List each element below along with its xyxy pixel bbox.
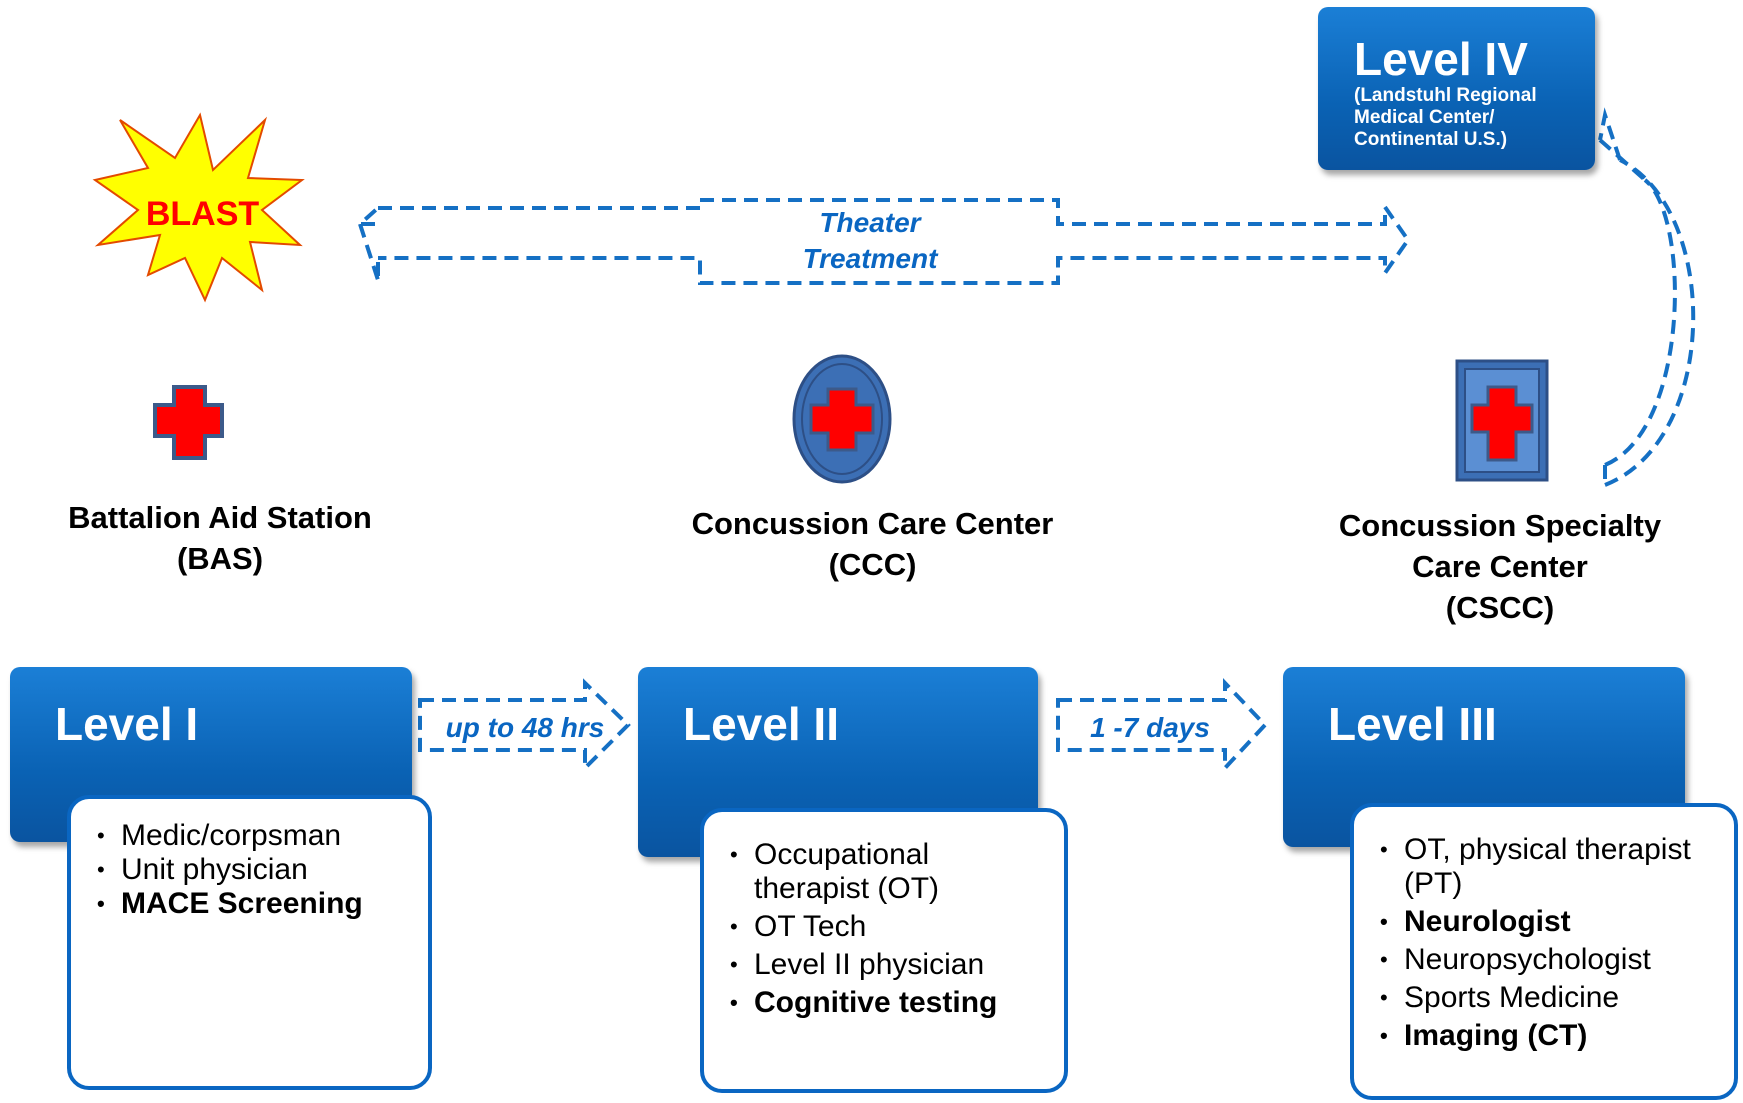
list-item: Neuropsychologist xyxy=(1380,943,1726,977)
list-item: Medic/corpsman xyxy=(97,819,418,853)
list-item: Neurologist xyxy=(1380,905,1726,939)
bas-cross-icon xyxy=(153,385,224,460)
station-cscc-line1: Concussion Specialty xyxy=(1338,508,1662,543)
list-item: MACE Screening xyxy=(97,887,418,921)
level-iii-list-box: OT, physical therapist (PT) Neurologist … xyxy=(1350,803,1738,1100)
level-i-title: Level I xyxy=(55,698,199,750)
arrow-level3-to-level4 xyxy=(1598,107,1696,487)
ccc-cross-icon xyxy=(792,354,892,484)
level-ii-list-box: Occupational therapist (OT) OT Tech Leve… xyxy=(700,808,1068,1093)
theater-treatment-arrow xyxy=(354,198,1411,285)
theater-treatment-line1: Theater xyxy=(819,207,921,238)
level-i-list-box: Medic/corpsman Unit physician MACE Scree… xyxy=(67,795,432,1090)
arrow-level1-to-level2 xyxy=(418,678,631,773)
theater-treatment-line2: Treatment xyxy=(802,243,938,274)
level-iv-subtitle-line3: Continental U.S.) xyxy=(1354,129,1508,150)
station-label-cscc: Concussion Specialty Care Center (CSCC) xyxy=(1300,505,1700,628)
arrow-label-up-to-48-hrs: up to 48 hrs xyxy=(445,712,605,743)
list-item: Level II physician xyxy=(730,948,1054,982)
list-item: Unit physician xyxy=(97,853,418,887)
list-item: OT Tech xyxy=(730,910,1054,944)
cscc-cross-icon xyxy=(1455,359,1549,482)
station-bas-line1: Battalion Aid Station xyxy=(68,500,372,535)
station-ccc-line2: (CCC) xyxy=(828,547,917,582)
level-iv-subtitle: (Landstuhl Regional Medical Center/ Cont… xyxy=(1354,85,1537,151)
level-ii-title: Level II xyxy=(683,698,839,750)
theater-treatment-label: Theater Treatment xyxy=(760,205,980,277)
level-iv-subtitle-line2: Medical Center/ xyxy=(1354,107,1495,128)
station-cscc-line3: (CSCC) xyxy=(1445,590,1555,625)
arrow-level2-to-level3 xyxy=(1056,678,1268,774)
level-iii-list: OT, physical therapist (PT) Neurologist … xyxy=(1380,833,1726,1053)
blast-label: BLAST xyxy=(145,195,260,233)
level-iv-title: Level IV xyxy=(1354,33,1528,85)
list-item: Imaging (CT) xyxy=(1380,1019,1726,1053)
station-label-bas: Battalion Aid Station (BAS) xyxy=(40,497,400,579)
blast-icon xyxy=(92,112,305,303)
station-label-ccc: Concussion Care Center (CCC) xyxy=(650,503,1095,585)
list-item: OT, physical therapist (PT) xyxy=(1380,833,1743,901)
station-bas-line2: (BAS) xyxy=(176,541,264,576)
level-iv-subtitle-line1: (Landstuhl Regional xyxy=(1354,85,1537,106)
level-iv-box: Level IV (Landstuhl Regional Medical Cen… xyxy=(1318,7,1595,170)
list-item: Cognitive testing xyxy=(730,986,1054,1020)
level-iii-title: Level III xyxy=(1328,698,1497,750)
list-item: Sports Medicine xyxy=(1380,981,1726,1015)
level-ii-list: Occupational therapist (OT) OT Tech Leve… xyxy=(730,838,1054,1020)
list-item: Occupational therapist (OT) xyxy=(730,838,1004,906)
station-ccc-line1: Concussion Care Center xyxy=(691,506,1054,541)
station-cscc-line2: Care Center xyxy=(1412,549,1588,584)
arrow-label-1-7-days: 1 -7 days xyxy=(1090,712,1210,743)
level-i-list: Medic/corpsman Unit physician MACE Scree… xyxy=(97,819,418,921)
